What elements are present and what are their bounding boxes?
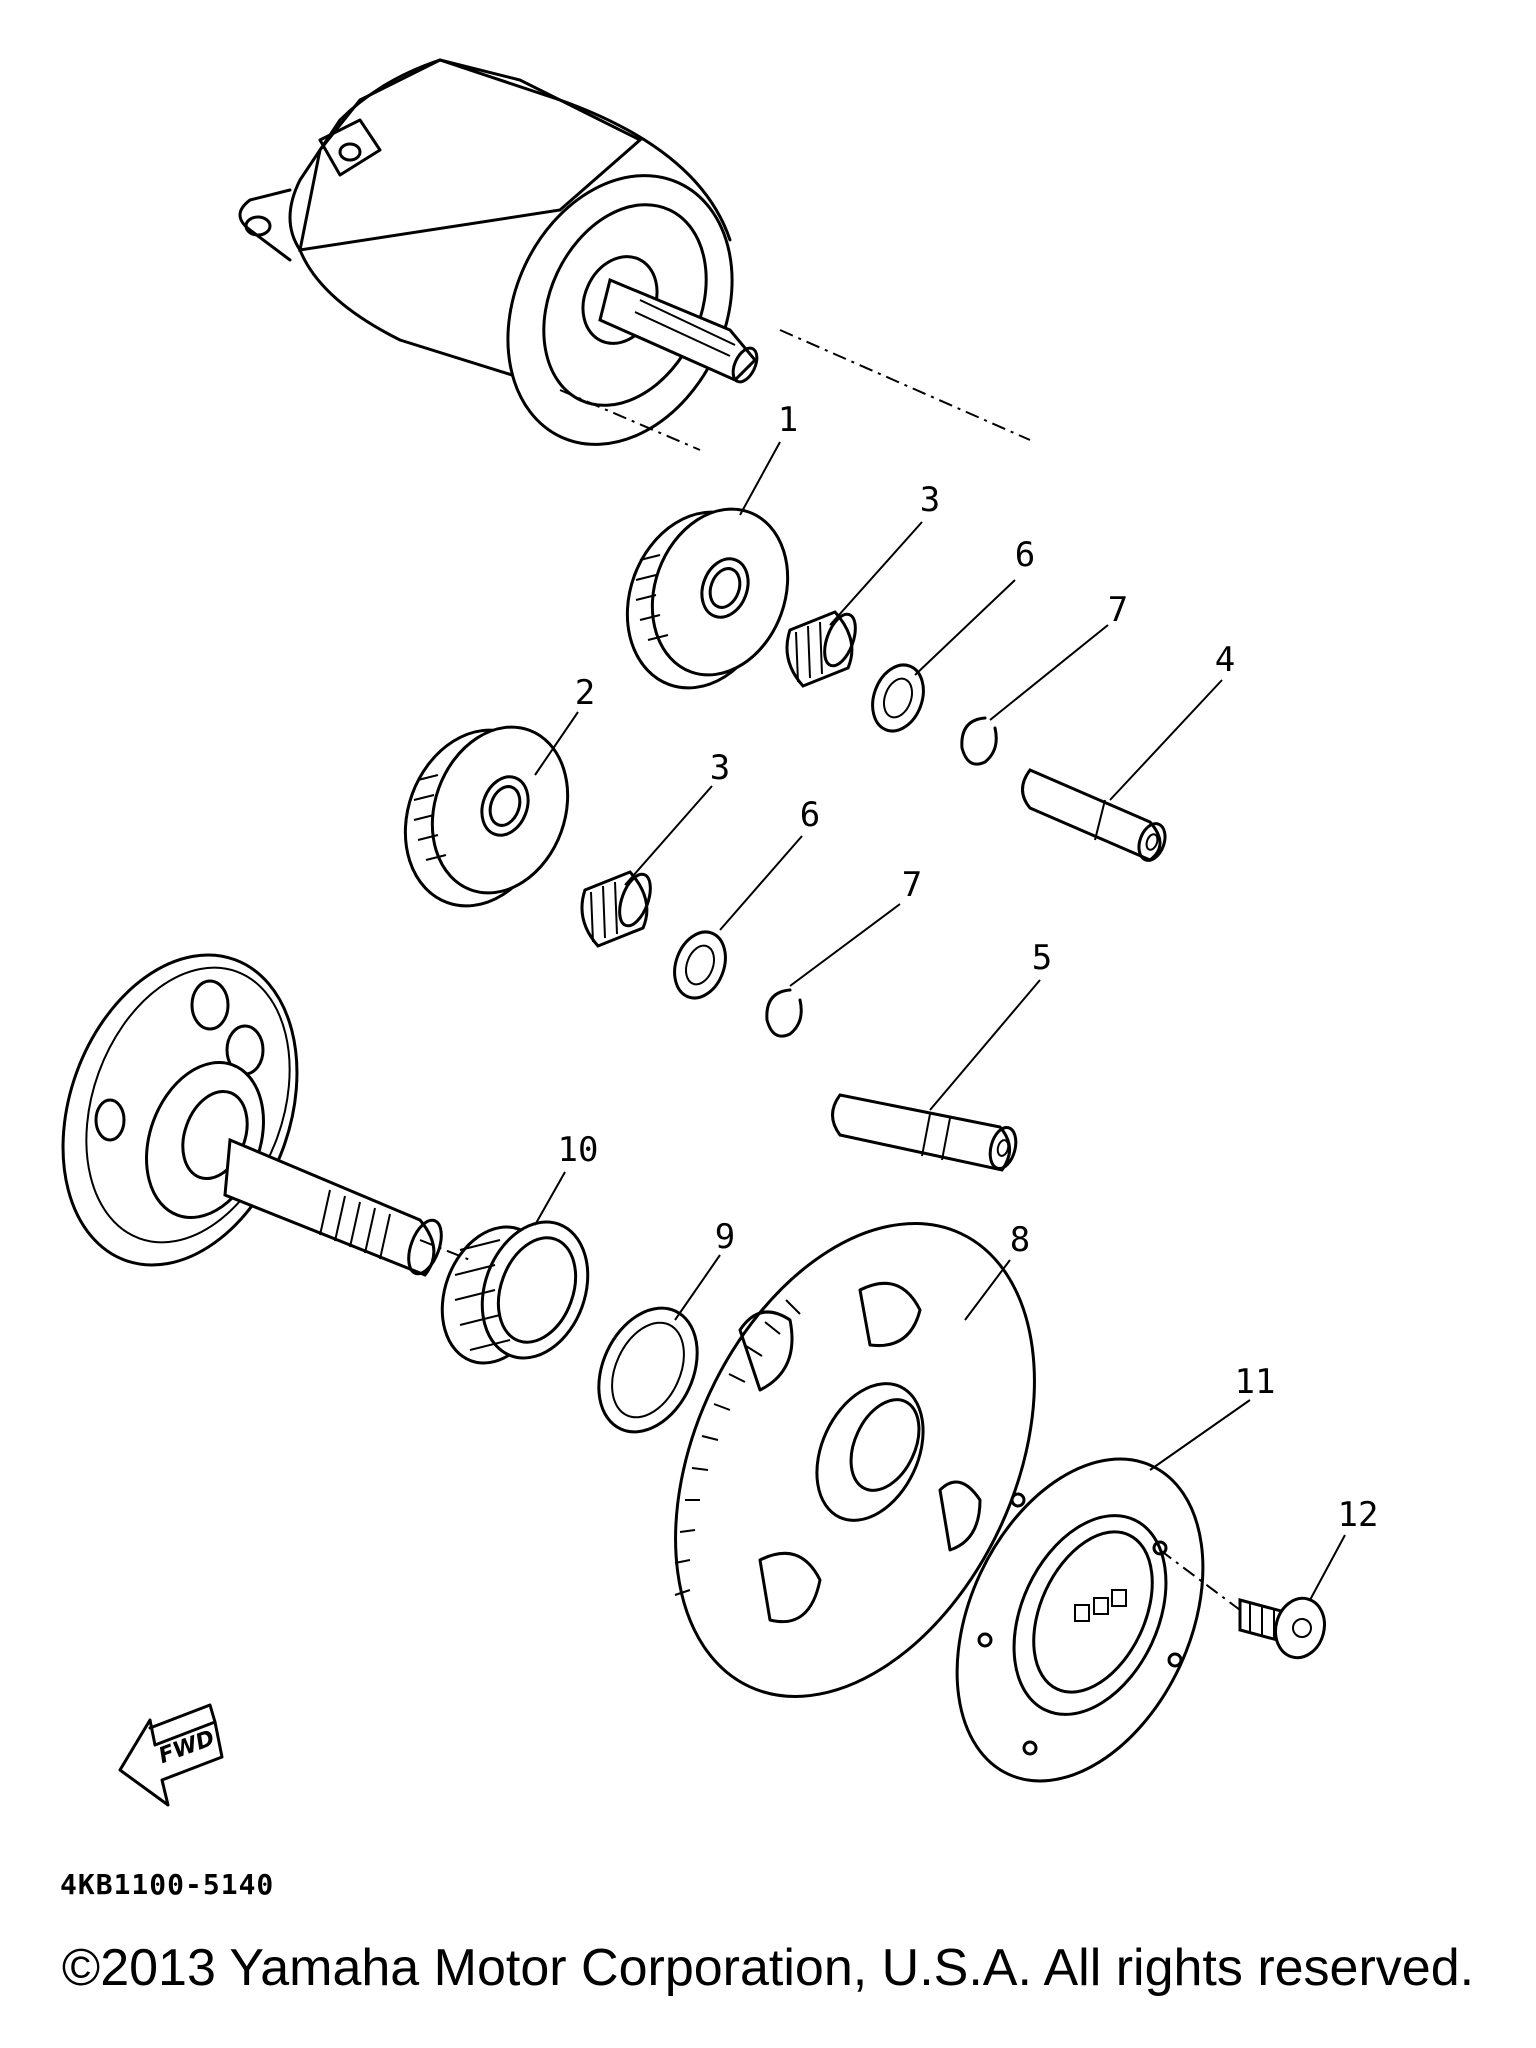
part-6a-washer (871, 663, 925, 733)
part-label-6a: 6 (1014, 535, 1036, 575)
part-9-washer (597, 1306, 699, 1434)
part-label-12: 12 (1337, 1495, 1379, 1535)
part-8-large-gear (674, 1222, 1036, 1698)
part-label-6b: 6 (799, 795, 821, 835)
part-label-8: 8 (1009, 1220, 1031, 1260)
part-label-7b: 7 (901, 865, 923, 905)
part-label-4: 4 (1214, 640, 1236, 680)
part-4-shaft (1021, 768, 1167, 862)
assembly-centre-lines (419, 329, 1241, 1611)
part-label-3a: 3 (919, 480, 941, 520)
part-label-5: 5 (1031, 938, 1053, 978)
part-label-11: 11 (1234, 1362, 1276, 1402)
part-6b-washer (673, 930, 727, 1000)
copyright-notice: ©2013 Yamaha Motor Corporation, U.S.A. A… (61, 1939, 1475, 1997)
part-5-shaft (831, 1093, 1018, 1172)
part-label-9: 9 (714, 1217, 736, 1257)
part-10-bearing (440, 1220, 590, 1365)
part-3b-needle-bearing (580, 870, 652, 948)
part-7b-circlip (765, 988, 803, 1038)
starter-motor (238, 58, 759, 446)
part-11-one-way-clutch (955, 1457, 1205, 1783)
part-label-3b: 3 (709, 748, 731, 788)
drawing-code: 4KB1100-5140 (60, 1868, 275, 1901)
leader-lines (534, 441, 1346, 1601)
part-1-gear (625, 507, 790, 690)
part-label-2: 2 (574, 673, 596, 713)
part-12-bolt (1238, 1596, 1326, 1660)
part-7a-circlip (960, 716, 998, 766)
part-2-gear (403, 725, 570, 908)
part-label-1: 1 (777, 400, 799, 440)
exploded-parts-diagram (61, 58, 1346, 1807)
starter-clutch-shaft (61, 953, 443, 1277)
part-label-7a: 7 (1107, 590, 1129, 630)
part-label-10: 10 (557, 1130, 599, 1170)
fwd-arrow-icon (118, 1703, 224, 1807)
part-3a-needle-bearing (785, 610, 857, 688)
